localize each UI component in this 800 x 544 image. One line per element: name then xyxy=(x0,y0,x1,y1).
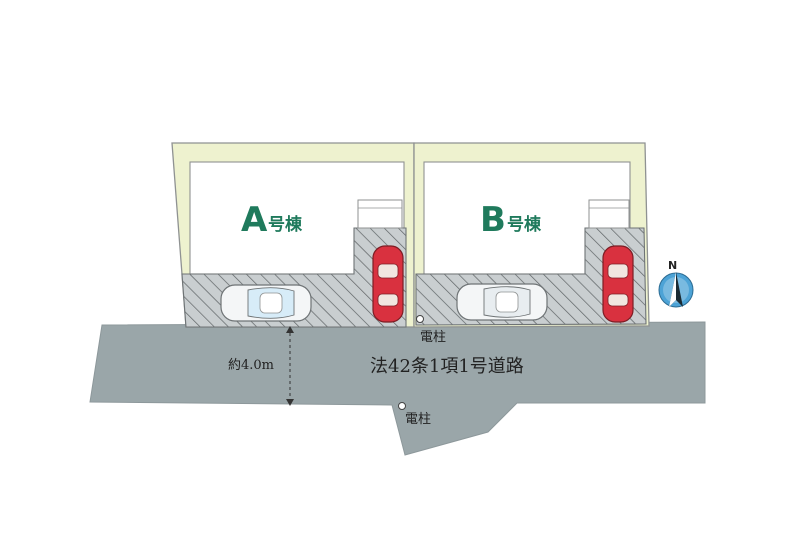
lot-a: A 号棟 xyxy=(171,142,415,328)
lot-b-label-suffix: 号棟 xyxy=(507,214,542,235)
lot-a-label-suffix: 号棟 xyxy=(268,214,303,235)
utility-pole-marker-top xyxy=(416,315,424,323)
utility-pole-marker-bottom xyxy=(398,402,406,410)
utility-pole-label-top: 電柱 xyxy=(420,330,446,345)
compass-north-label: N xyxy=(668,259,677,272)
car-red-lot-a xyxy=(372,245,404,323)
lot-a-storage xyxy=(357,199,403,229)
utility-pole-label-bottom: 電柱 xyxy=(405,412,431,427)
road-area xyxy=(89,321,706,456)
road-name-label: 法42条1項1号道路 xyxy=(370,356,524,377)
car-white-lot-b xyxy=(456,283,548,321)
north-compass: N xyxy=(658,259,694,308)
road-width-label: 約4.0m xyxy=(228,358,274,373)
car-red-lot-b xyxy=(602,245,634,323)
lot-a-label-letter: A xyxy=(241,200,268,240)
lot-b-storage xyxy=(588,199,630,229)
lot-b-label-letter: B xyxy=(480,200,506,240)
car-white-lot-a xyxy=(220,284,312,322)
